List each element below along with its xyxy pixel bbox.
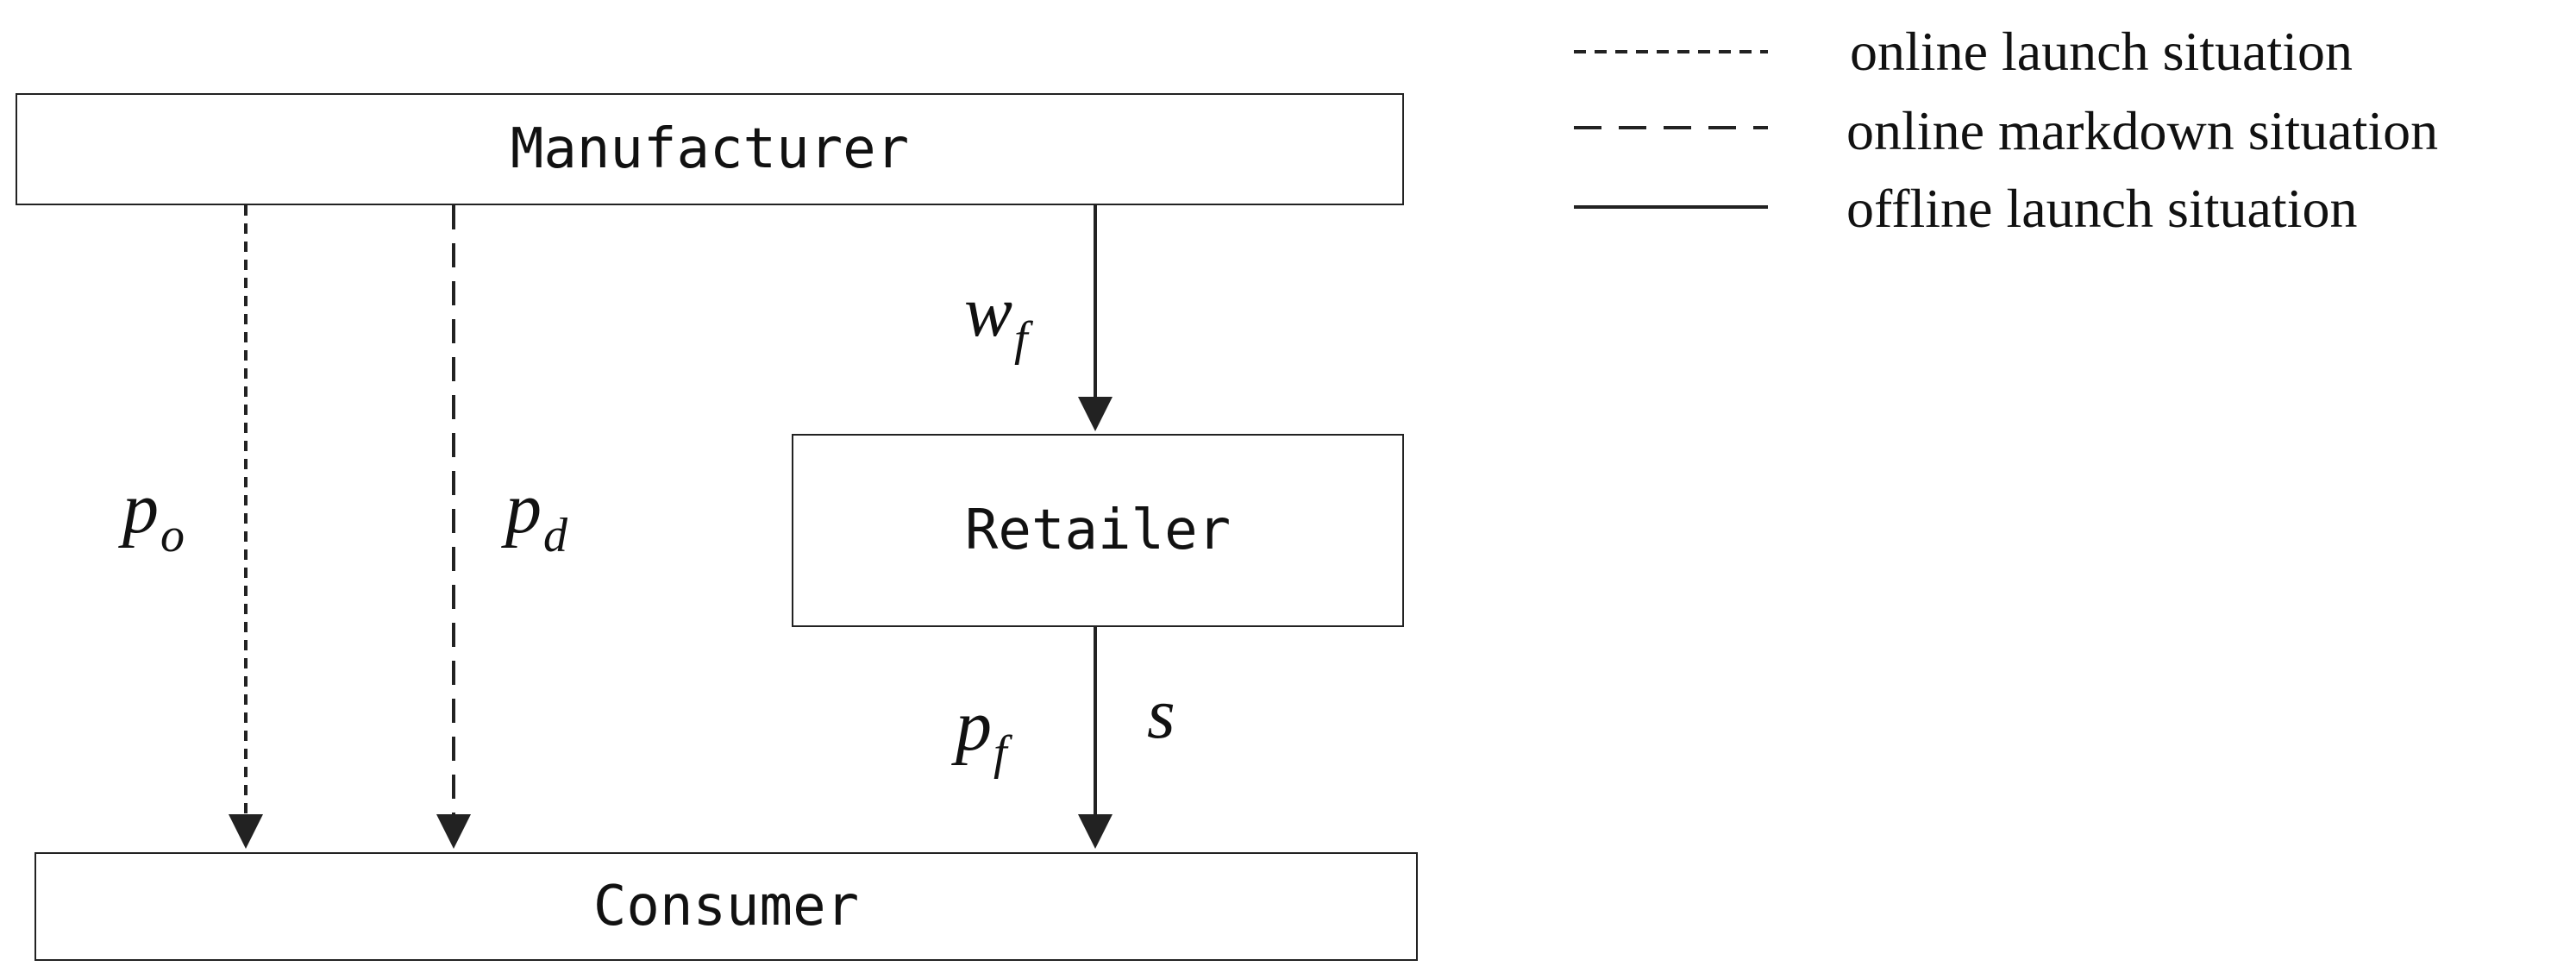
edge-label-s: s	[1147, 678, 1175, 750]
legend-label-online-markdown: online markdown situation	[1846, 100, 2439, 161]
edge-label-p-o-base: p	[122, 468, 159, 549]
edge-label-p-d-base: p	[505, 468, 542, 549]
edge-label-p-d-sub: d	[543, 509, 567, 562]
manufacturer-node: Manufacturer	[16, 93, 1404, 205]
edge-label-s-base: s	[1147, 674, 1175, 754]
consumer-node: Consumer	[34, 852, 1418, 961]
consumer-label: Consumer	[592, 875, 860, 938]
edge-label-p-f-base: p	[956, 686, 992, 766]
legend-label-online-launch: online launch situation	[1850, 21, 2353, 82]
legend-label-offline-launch: offline launch situation	[1846, 178, 2358, 239]
edge-label-w-f-base: w	[964, 272, 1013, 352]
retailer-node: Retailer	[792, 434, 1404, 627]
edge-label-p-d: pd	[505, 473, 567, 561]
edge-label-p-o-sub: o	[160, 509, 185, 562]
retailer-label: Retailer	[964, 499, 1232, 562]
edge-label-p-f: pf	[956, 690, 1007, 778]
edge-label-w-f-sub: f	[1014, 312, 1028, 366]
edge-label-p-f-sub: f	[993, 726, 1007, 780]
manufacturer-label: Manufacturer	[510, 117, 910, 181]
edge-label-w-f: wf	[964, 276, 1028, 364]
edge-label-p-o: po	[122, 473, 185, 561]
